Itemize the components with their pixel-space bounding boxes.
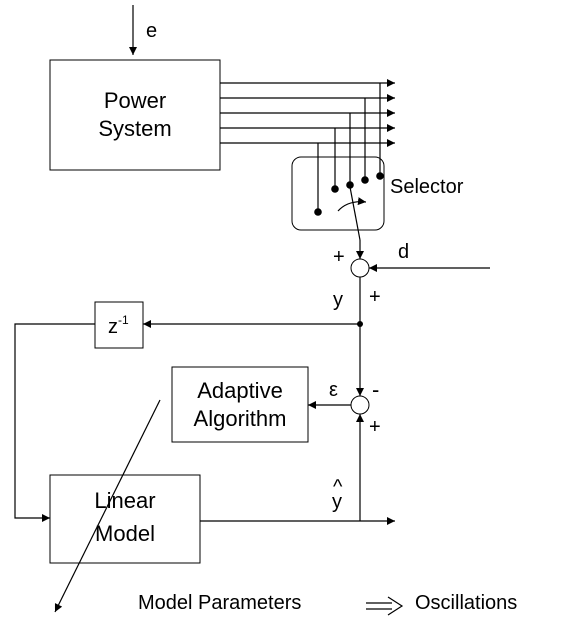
selector-rotation-arrow xyxy=(337,197,367,212)
sum2-top-sign: - xyxy=(372,377,379,402)
selector-contact-3 xyxy=(346,181,354,189)
caption-oscillations: Oscillations xyxy=(415,592,517,614)
delay-block xyxy=(94,301,144,349)
y-hat-label: y xyxy=(332,491,342,513)
caption-model-parameters: Model Parameters xyxy=(138,592,301,614)
adaptive-label-line2: Algorithm xyxy=(194,406,287,431)
delay-label: z-1 xyxy=(108,313,129,338)
power-system-block xyxy=(49,59,221,171)
selector-label: Selector xyxy=(390,176,464,198)
linear-model-label-line2: Model xyxy=(95,521,155,546)
disturbance-d-label: d xyxy=(398,241,409,263)
power-system-label-line2: System xyxy=(98,116,171,141)
linear-model-block xyxy=(49,474,201,564)
adaptive-algorithm-block xyxy=(171,366,309,443)
signal-y-label: y xyxy=(333,289,343,311)
summing-junction-1 xyxy=(350,258,370,278)
power-system-label-line1: Power xyxy=(104,88,166,113)
epsilon-label: ε xyxy=(329,379,338,401)
sum2-bottom-sign: + xyxy=(369,416,381,438)
input-e-label: e xyxy=(146,20,157,42)
y-hat-caret: ^ xyxy=(333,476,343,498)
linear-model-label-line1: Linear xyxy=(94,488,155,513)
implies-arrow xyxy=(366,596,404,616)
adaptive-label-line1: Adaptive xyxy=(197,378,283,403)
sum1-top-sign: + xyxy=(333,246,345,268)
selector-block xyxy=(291,156,385,231)
sum1-bottom-sign: + xyxy=(369,286,381,308)
selector-contact-1 xyxy=(314,208,322,216)
adaptation-arrow xyxy=(54,399,161,613)
selector-contact-5 xyxy=(376,172,384,180)
delay-to-linear-model xyxy=(14,323,95,522)
selector-contact-2 xyxy=(331,185,339,193)
selector-contact-4 xyxy=(361,176,369,184)
summing-junction-2 xyxy=(350,395,370,415)
selector-switch-arm xyxy=(349,186,361,241)
